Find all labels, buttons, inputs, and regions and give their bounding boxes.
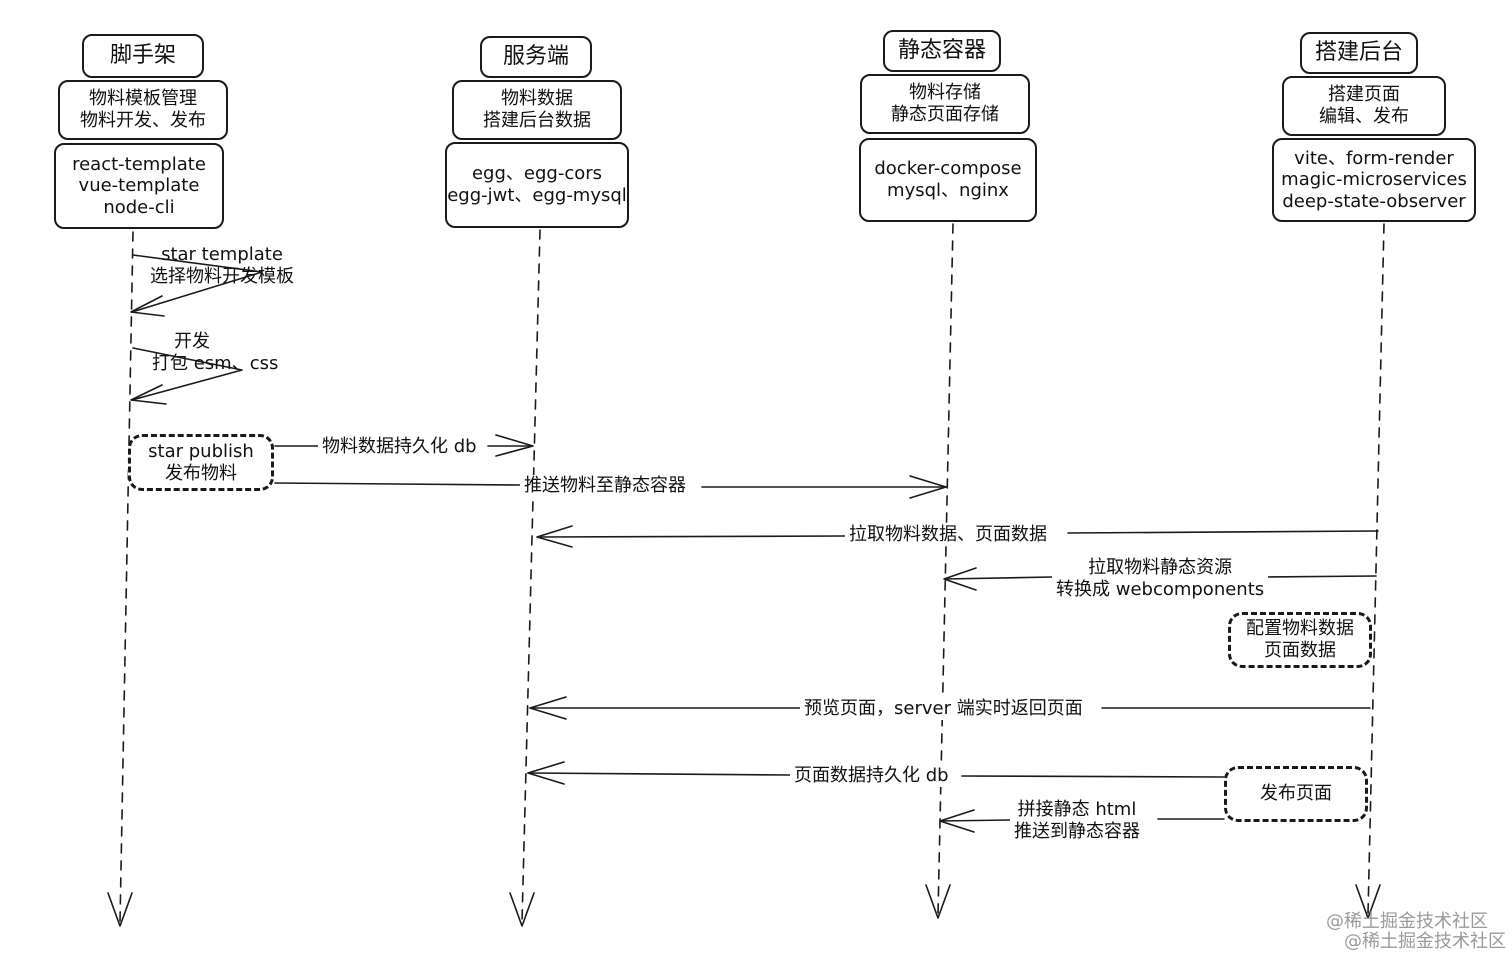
- config-data-line-1: 配置物料数据: [1246, 618, 1354, 640]
- lifeline-builder: [1367, 223, 1385, 915]
- builder-tech-1: vite、form-render: [1294, 147, 1454, 169]
- config-data-action: 配置物料数据 页面数据: [1228, 612, 1372, 668]
- lifeline-scaffold: [119, 231, 134, 923]
- static-tech-1: docker-compose: [874, 158, 1022, 180]
- lifeline-end-arrow-static: [925, 884, 951, 919]
- star-publish-line-2: 发布物料: [165, 462, 237, 484]
- arrowhead-develop: [130, 384, 167, 405]
- arrowhead-concat-push: [939, 809, 975, 833]
- builder-duties: 搭建页面 编辑、发布: [1282, 76, 1446, 136]
- server-tech-2: egg-jwt、egg-mysql: [447, 185, 627, 206]
- builder-tech-3: deep-state-observer: [1282, 190, 1466, 212]
- static-tech: docker-compose mysql、nginx: [859, 138, 1037, 222]
- watermark-upper: @稀土掘金技术社区: [1326, 912, 1488, 932]
- static-duties: 物料存储 静态页面存储: [860, 74, 1030, 134]
- static-duty-1: 物料存储: [909, 82, 981, 104]
- arrow-pull-static: [944, 575, 1377, 580]
- scaffold-duties: 物料模板管理 物料开发、发布: [58, 80, 228, 140]
- msg-pull-data-text: 拉取物料数据、页面数据: [849, 524, 1047, 545]
- arrowhead-persist-material: [495, 434, 534, 457]
- arrow-persist-page: [527, 772, 1225, 778]
- star-publish-line-1: star publish: [148, 440, 254, 462]
- publish-page-line-1: 发布页面: [1260, 783, 1332, 805]
- msg-persist-page: 页面数据持久化 db: [790, 765, 953, 787]
- arrow-star-template: [131, 254, 263, 313]
- msg-star-template-2: 选择物料开发模板: [150, 265, 294, 287]
- scaffold-tech-1: react-template: [72, 153, 206, 175]
- msg-persist-page-text: 页面数据持久化 db: [794, 765, 949, 786]
- builder-tech: vite、form-render magic-microservices dee…: [1272, 138, 1476, 222]
- arrow-push-material: [274, 482, 947, 488]
- lifeline-end-arrow-builder: [1355, 884, 1381, 919]
- server-duty-2: 搭建后台数据: [483, 110, 591, 131]
- msg-pull-static: 拉取物料静态资源 转换成 webcomponents: [1052, 557, 1269, 601]
- watermark-lower-text: @稀土掘金技术社区: [1344, 931, 1506, 952]
- server-title-text: 服务端: [502, 43, 569, 69]
- server-tech-1: egg、egg-cors: [471, 163, 603, 185]
- msg-develop-2: 打包 esm、css: [152, 352, 279, 374]
- scaffold-tech: react-template vue-template node-cli: [54, 143, 224, 229]
- builder-duty-2: 编辑、发布: [1319, 106, 1409, 127]
- msg-star-template: star template 选择物料开发模板: [146, 244, 298, 287]
- msg-develop: 开发 打包 esm、css: [148, 331, 282, 374]
- server-duty-1: 物料数据: [501, 88, 573, 110]
- builder-title: 搭建后台: [1300, 32, 1418, 74]
- arrowhead-pull-data: [536, 525, 573, 548]
- msg-preview-text: 预览页面，server 端实时返回页面: [804, 698, 1083, 719]
- arrowhead-push-material: [909, 475, 947, 499]
- static-title: 静态容器: [883, 30, 1001, 72]
- scaffold-tech-3: node-cli: [103, 196, 175, 218]
- msg-preview: 预览页面，server 端实时返回页面: [800, 698, 1087, 720]
- arrow-concat-push: [939, 818, 1225, 822]
- builder-title-text: 搭建后台: [1314, 39, 1403, 65]
- static-title-text: 静态容器: [897, 37, 986, 63]
- msg-develop-1: 开发: [174, 331, 210, 352]
- msg-push-material-text: 推送物料至静态容器: [524, 475, 686, 496]
- msg-star-template-1: star template: [161, 244, 283, 265]
- lifeline-static: [937, 223, 954, 915]
- lifeline-end-arrow-scaffold: [107, 892, 133, 927]
- scaffold-title-text: 脚手架: [109, 42, 176, 68]
- arrowhead-persist-page: [527, 761, 565, 785]
- arrowhead-pull-static: [943, 567, 977, 591]
- msg-concat-push-1: 拼接静态 html: [1017, 799, 1137, 820]
- scaffold-duty-1: 物料模板管理: [89, 88, 197, 110]
- static-duty-2: 静态页面存储: [891, 104, 999, 125]
- star-publish-action: star publish 发布物料: [128, 434, 274, 491]
- config-data-line-2: 页面数据: [1264, 640, 1336, 661]
- arrow-pull-data: [537, 530, 1379, 538]
- arrowhead-preview: [529, 696, 567, 720]
- lifeline-server: [521, 229, 541, 923]
- server-title: 服务端: [480, 36, 592, 78]
- builder-tech-2: magic-microservices: [1281, 169, 1467, 191]
- watermark-upper-text: @稀土掘金技术社区: [1326, 911, 1488, 932]
- msg-push-material: 推送物料至静态容器: [520, 475, 690, 497]
- msg-persist-material-text: 物料数据持久化 db: [322, 436, 477, 457]
- msg-pull-static-1: 拉取物料静态资源: [1088, 557, 1233, 578]
- static-tech-2: mysql、nginx: [887, 180, 1009, 201]
- publish-page-action: 发布页面: [1224, 766, 1368, 822]
- server-tech: egg、egg-cors egg-jwt、egg-mysql: [445, 142, 629, 228]
- lifeline-end-arrow-server: [509, 892, 535, 927]
- server-duties: 物料数据 搭建后台数据: [452, 80, 622, 140]
- arrow-develop: [131, 347, 243, 401]
- watermark-lower: @稀土掘金技术社区: [1344, 932, 1506, 952]
- builder-duty-1: 搭建页面: [1328, 84, 1400, 106]
- msg-pull-data: 拉取物料数据、页面数据: [845, 524, 1051, 546]
- scaffold-tech-2: vue-template: [78, 175, 200, 197]
- msg-concat-push-2: 推送到静态容器: [1014, 820, 1140, 842]
- msg-pull-static-2: 转换成 webcomponents: [1056, 578, 1265, 600]
- scaffold-title: 脚手架: [82, 34, 204, 78]
- scaffold-duty-2: 物料开发、发布: [80, 110, 206, 131]
- msg-concat-push: 拼接静态 html 推送到静态容器: [1010, 799, 1144, 843]
- msg-persist-material: 物料数据持久化 db: [318, 436, 481, 458]
- arrowhead-star-template: [130, 295, 165, 317]
